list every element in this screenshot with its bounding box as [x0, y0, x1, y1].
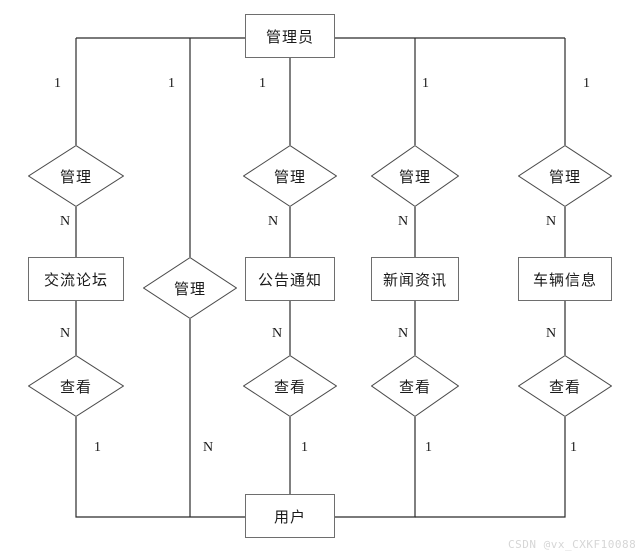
- entity-label: 公告通知: [257, 271, 322, 289]
- cardinality-c-admin-forum: 1: [54, 76, 61, 91]
- entity-admin[interactable]: 管理员: [245, 14, 335, 58]
- relationship-manage-vehicle[interactable]: 管理: [518, 145, 612, 207]
- relationship-label: 管理: [59, 168, 92, 186]
- diamond-shape: [371, 355, 459, 417]
- entity-notice[interactable]: 公告通知: [245, 257, 335, 301]
- watermark: CSDN @vx_CXKF10088: [508, 538, 637, 551]
- cardinality-c-notice-view-n: N: [272, 326, 283, 341]
- entity-label: 管理员: [265, 28, 314, 46]
- cardinality-c-admin-user: 1: [168, 76, 175, 91]
- cardinality-c-user-notice: 1: [301, 440, 308, 455]
- relationship-label: 查看: [59, 378, 92, 396]
- relationship-manage-notice[interactable]: 管理: [243, 145, 337, 207]
- cardinality-c-user-forum: 1: [94, 440, 101, 455]
- entity-news[interactable]: 新闻资讯: [371, 257, 459, 301]
- relationship-view-forum[interactable]: 查看: [28, 355, 124, 417]
- diamond-shape: [518, 145, 612, 207]
- diamond-shape: [143, 257, 237, 319]
- relationship-label: 查看: [398, 378, 431, 396]
- relationship-label: 查看: [548, 378, 581, 396]
- diamond-shape: [243, 355, 337, 417]
- relationship-label: 查看: [273, 378, 306, 396]
- diamond-shape: [243, 145, 337, 207]
- cardinality-c-news-n: N: [398, 214, 409, 229]
- cardinality-c-user-manage-n: N: [203, 440, 214, 455]
- connector-drop-forum-bottom: [75, 417, 245, 518]
- connector-drop-news-bottom: [335, 417, 416, 518]
- diamond-shape: [28, 355, 124, 417]
- cardinality-c-admin-vehicle: 1: [583, 76, 590, 91]
- cardinality-c-vehicle-n: N: [546, 214, 557, 229]
- cardinality-c-admin-notice: 1: [259, 76, 266, 91]
- diamond-shape: [28, 145, 124, 207]
- relationship-label: 管理: [398, 168, 431, 186]
- relationship-manage-user[interactable]: 管理: [143, 257, 237, 319]
- cardinality-c-vehicle-view-n: N: [546, 326, 557, 341]
- entity-vehicle[interactable]: 车辆信息: [518, 257, 612, 301]
- diamond-shape: [518, 355, 612, 417]
- entity-forum[interactable]: 交流论坛: [28, 257, 124, 301]
- cardinality-c-forum-view-n: N: [60, 326, 71, 341]
- entity-label: 新闻资讯: [382, 271, 447, 289]
- relationship-label: 管理: [548, 168, 581, 186]
- cardinality-c-notice-n: N: [268, 214, 279, 229]
- cardinality-c-news-view-n: N: [398, 326, 409, 341]
- cardinality-c-forum-n: N: [60, 214, 71, 229]
- entity-label: 车辆信息: [532, 271, 597, 289]
- relationship-manage-news[interactable]: 管理: [371, 145, 459, 207]
- connector-drop-vehicle-bottom: [415, 417, 566, 518]
- entity-user[interactable]: 用户: [245, 494, 335, 538]
- relationship-view-notice[interactable]: 查看: [243, 355, 337, 417]
- entity-label: 用户: [273, 508, 306, 526]
- relationship-label: 管理: [273, 168, 306, 186]
- diamond-shape: [371, 145, 459, 207]
- relationship-label: 管理: [173, 280, 206, 298]
- relationship-view-news[interactable]: 查看: [371, 355, 459, 417]
- entity-label: 交流论坛: [43, 271, 108, 289]
- cardinality-c-user-vehicle: 1: [570, 440, 577, 455]
- cardinality-c-admin-news: 1: [422, 76, 429, 91]
- cardinality-c-user-news: 1: [425, 440, 432, 455]
- relationship-view-vehicle[interactable]: 查看: [518, 355, 612, 417]
- relationship-manage-forum[interactable]: 管理: [28, 145, 124, 207]
